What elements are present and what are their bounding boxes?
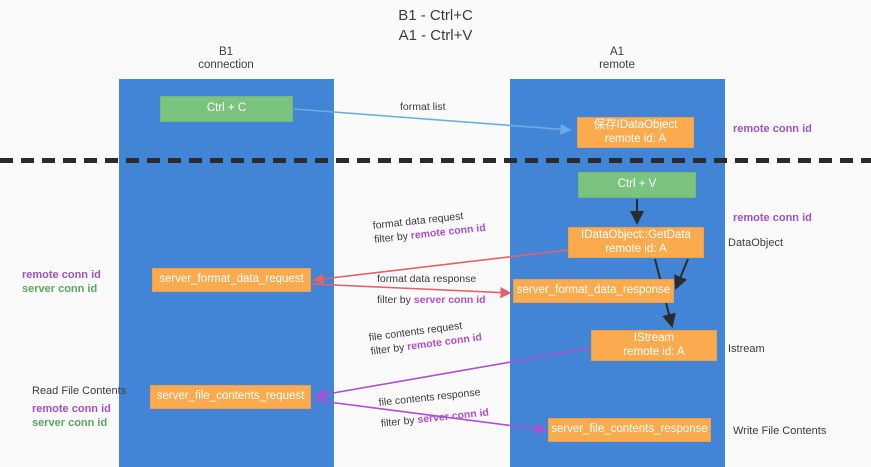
title-line-2: A1 - Ctrl+V <box>398 27 473 44</box>
column-header-a1-role: remote <box>599 59 635 71</box>
edge-label-file-contents-response-line2: filter by server conn id <box>380 406 489 431</box>
edge-label-format-data-response-key: server conn id <box>413 294 486 306</box>
diagram-title: B1 - Ctrl+C A1 - Ctrl+V <box>0 6 871 46</box>
label-group2-remote-conn-id: remote conn id <box>32 403 111 415</box>
box-idataobject-getdata[interactable]: IDataObject::GetData remote id: A <box>568 227 704 258</box>
edge-label-format-data-response-prefix: filter by <box>377 294 414 306</box>
box-server-format-data-response[interactable]: server_format_data_response <box>513 279 674 303</box>
box-server-format-data-request[interactable]: server_format_data_request <box>152 268 311 292</box>
label-read-file-contents: Read File Contents <box>32 385 127 397</box>
box-server-file-contents-request-label: server_file_contents_request <box>156 390 305 403</box>
label-write-file-contents: Write File Contents <box>733 425 827 437</box>
column-header-b1-name: B1 <box>218 46 234 58</box>
column-header-b1: B1 connection <box>166 46 286 72</box>
label-istream: Istream <box>728 343 765 355</box>
edge-label-format-list: format list <box>400 101 446 113</box>
edge-label-file-contents-response-key: server conn id <box>416 406 490 426</box>
column-header-b1-role: connection <box>198 59 254 71</box>
label-group-conn-ids-2: Read File Contents remote conn id server… <box>32 384 142 430</box>
box-server-file-contents-response[interactable]: server_file_contents_response <box>548 418 711 442</box>
phase-divider <box>0 158 871 163</box>
edge-label-file-contents-response-prefix: filter by <box>380 414 419 430</box>
title-line-1: B1 - Ctrl+C <box>398 7 473 24</box>
box-ctrl-c[interactable]: Ctrl + C <box>160 96 293 122</box>
label-group1-remote-conn-id: remote conn id <box>22 269 101 281</box>
box-istream-line1: IStream <box>633 332 675 344</box>
edge-label-format-data-request-prefix: filter by <box>373 229 412 246</box>
box-ctrl-v-label: Ctrl + V <box>617 178 657 191</box>
box-save-idataobject-line1: 保存IDataObject <box>593 119 678 131</box>
box-idataobject-getdata-line1: IDataObject::GetData <box>581 229 691 241</box>
edge-label-file-contents-request: file contents request filter by remote c… <box>368 316 483 358</box>
column-header-a1-name: A1 <box>609 46 625 58</box>
label-group2-server-conn-id: server conn id <box>32 417 108 429</box>
edge-label-format-data-response-line2: filter by server conn id <box>377 293 486 307</box>
box-save-idataobject-line2: remote id: A <box>604 132 667 145</box>
edge-label-file-contents-response-line1: file contents response <box>378 386 481 409</box>
box-save-idataobject[interactable]: 保存IDataObject remote id: A <box>577 117 694 148</box>
label-group-conn-ids-1: remote conn id server conn id <box>22 268 117 296</box>
box-idataobject-getdata-line2: remote id: A <box>605 242 667 255</box>
edge-label-file-contents-request-prefix: filter by <box>369 341 408 358</box>
column-header-a1: A1 remote <box>557 46 677 72</box>
label-dataobject: DataObject <box>728 237 784 249</box>
box-server-file-contents-request[interactable]: server_file_contents_request <box>150 385 311 409</box>
label-remote-conn-id-mid: remote conn id <box>733 212 812 224</box>
box-ctrl-c-label: Ctrl + C <box>206 102 247 115</box>
box-server-file-contents-response-label: server_file_contents_response <box>551 423 708 436</box>
edge-label-file-contents-response: file contents response filter by server … <box>378 385 490 431</box>
box-istream-line2: remote id: A <box>623 345 685 358</box>
edge-label-format-data-response: format data response filter by server co… <box>377 272 486 307</box>
label-remote-conn-id-top: remote conn id <box>733 123 812 135</box>
edge-label-format-data-response-line1: format data response <box>377 273 477 285</box>
label-group1-server-conn-id: server conn id <box>22 283 98 295</box>
box-istream[interactable]: IStream remote id: A <box>591 330 717 361</box>
box-server-format-data-request-label: server_format_data_request <box>159 273 304 286</box>
edge-label-format-data-request: format data request filter by remote con… <box>372 207 486 247</box>
box-server-format-data-response-label: server_format_data_response <box>516 284 671 297</box>
box-ctrl-v[interactable]: Ctrl + V <box>578 172 696 198</box>
